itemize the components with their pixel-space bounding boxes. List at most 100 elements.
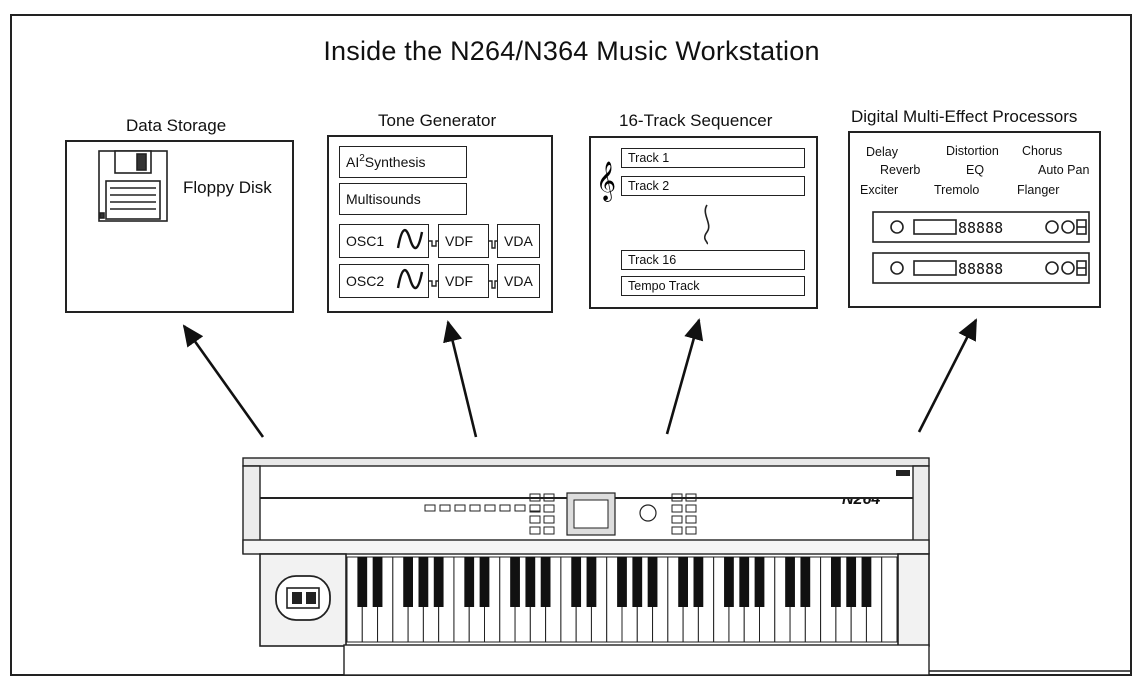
panel-button [529,526,541,535]
osc2-label: OSC2 [346,273,385,289]
ai2-suffix: Synthesis [364,154,426,170]
effect-label: Exciter [860,183,899,197]
ai2-superscript: 2 [359,152,365,164]
effect-rack: 88888 [872,252,1090,284]
arrow-icon [443,320,478,438]
heading-sequencer: 16-Track Sequencer [619,111,773,130]
effect-label: EQ [966,163,985,177]
black-key [693,557,704,607]
panel-button [454,504,466,512]
heading-tone-generator: Tone Generator [378,111,497,130]
divider [800,670,1130,672]
panel-button [529,515,541,524]
panel-button [439,504,451,512]
page-title: Inside the N264/N364 Music Workstation [323,36,820,66]
track-gap-squiggle [703,204,710,245]
panel-data-storage [65,140,294,313]
vda1-box: VDA [497,224,540,258]
tempo-track-row: Tempo Track [621,276,805,296]
effect-label: Tremolo [934,183,980,197]
panel-button [469,504,481,512]
ai2-prefix: AI [346,154,360,170]
black-key [739,557,750,607]
sine-wave-icon [396,229,424,250]
panel-button [424,504,436,512]
effect-rack: 88888 [872,211,1090,243]
osc1-box: OSC1 [339,224,429,258]
panel-button [543,526,555,535]
panel-button [543,504,555,513]
effect-label: Auto Pan [1038,163,1090,177]
sine-wave-icon [396,269,424,290]
black-key [433,557,444,607]
panel-button [543,515,555,524]
black-key [540,557,551,607]
floppy-disk-label: Floppy Disk [183,178,272,197]
panel-button [685,504,697,513]
black-key [617,557,627,607]
osc2-box: OSC2 [339,264,429,298]
black-key [403,557,413,607]
black-key [831,557,841,607]
black-key [846,557,857,607]
black-key [510,557,520,607]
black-key [800,557,811,607]
effect-label: Reverb [880,163,921,177]
arrow-icon [917,318,978,433]
track-row: Track 1 [621,148,805,168]
panel-button [543,493,555,502]
black-key [586,557,597,607]
panel-button [499,504,511,512]
panel-button [671,493,683,502]
keyboard-illustration [242,457,930,676]
black-key [785,557,795,607]
black-key [479,557,490,607]
multisounds-box: Multisounds [339,183,467,215]
signal-connectors [429,240,497,289]
svg-text:88888: 88888 [958,260,1003,278]
panel-button [685,526,697,535]
black-key [724,557,734,607]
black-key [678,557,688,607]
arrow-icon [665,318,704,435]
effect-label: Chorus [1022,144,1063,158]
black-key [754,557,765,607]
panel-button [685,493,697,502]
panel-button [671,504,683,513]
white-key [881,556,898,643]
black-key [632,557,643,607]
panel-button [529,504,541,512]
heading-data-storage: Data Storage [126,116,227,135]
black-key [464,557,475,607]
track-row: Track 16 [621,250,805,270]
vda2-box: VDA [497,264,540,298]
black-key [571,557,582,607]
black-key [647,557,658,607]
panel-button [529,493,541,502]
panel-effects [848,131,1101,308]
track-row: Track 2 [621,176,805,196]
svg-text:88888: 88888 [958,219,1003,237]
vdf2-box: VDF [438,264,489,298]
panel-button [685,515,697,524]
black-key [418,557,429,607]
arrow-icon [182,324,265,438]
effect-label: Flanger [1017,183,1060,197]
effect-label: Distortion [946,144,999,158]
black-key [525,557,536,607]
black-key [372,557,383,607]
panel-button [671,526,683,535]
panel-button [514,504,526,512]
panel-button [671,515,683,524]
panel-button [529,504,541,513]
black-key [357,557,368,607]
heading-effects: Digital Multi-Effect Processors [851,107,1078,126]
treble-clef-icon: 𝄞 [596,161,616,202]
panel-button [484,504,496,512]
floppy-disk-icon [98,150,168,222]
black-key [861,557,872,607]
effect-label: Delay [866,145,898,159]
vdf1-box: VDF [438,224,489,258]
